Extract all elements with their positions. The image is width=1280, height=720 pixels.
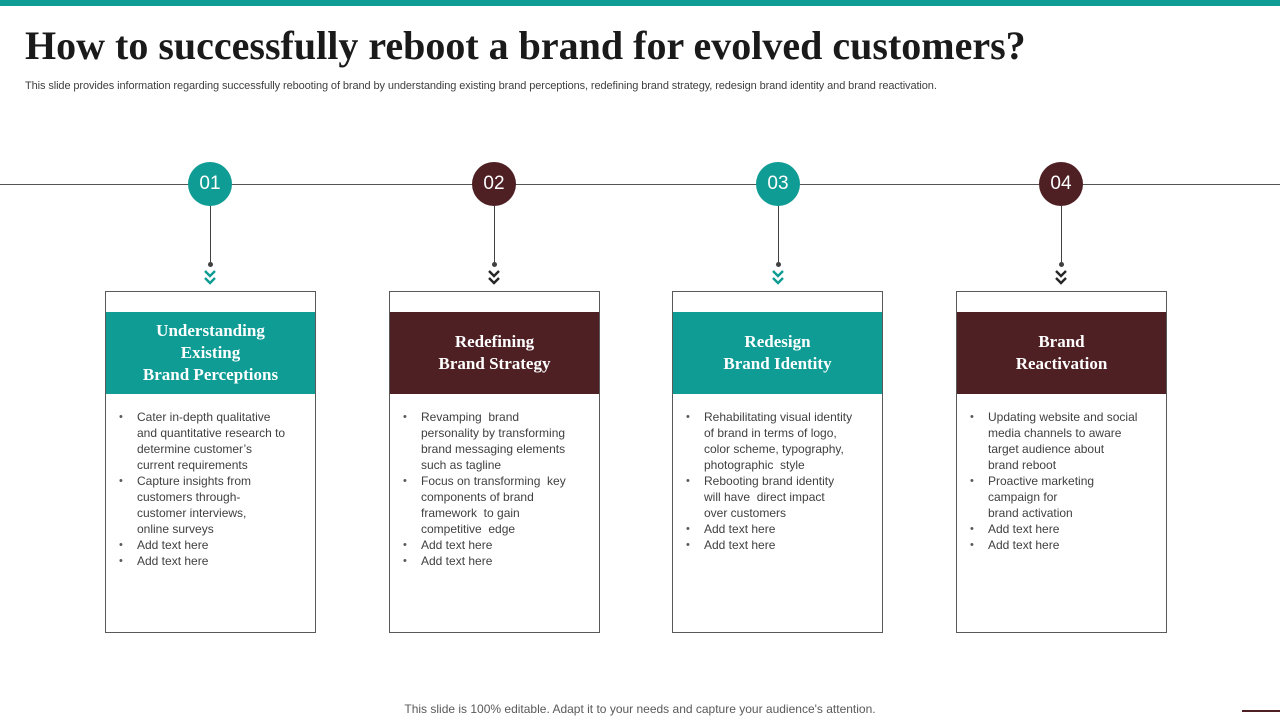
double-chevron-down-icon [488, 270, 500, 285]
connector-dot [776, 262, 781, 267]
bullet-item: Proactive marketing campaign for brand act… [970, 473, 1158, 521]
slide-title: How to successfully reboot a brand for e… [25, 23, 1026, 68]
bullet-line: Revamping brand [421, 410, 520, 424]
bullet-line: brand reboot [988, 458, 1057, 472]
step-number-circle: 01 [188, 162, 232, 206]
bullet-line: Rehabilitating visual identity [704, 410, 853, 424]
step-connector-line [1061, 206, 1062, 264]
bullet-line: such as tagline [421, 458, 502, 472]
step-connector-line [494, 206, 495, 264]
bullet-line: will have direct impact [704, 490, 825, 504]
heading-line: Brand Strategy [438, 354, 551, 373]
bullet-line: brand messaging elements [421, 442, 566, 456]
bullet-line: Updating website and social [988, 410, 1138, 424]
bullet-item: Add text here [119, 537, 307, 553]
bullet-line: of brand in terms of logo, [704, 426, 837, 440]
bullet-line: determine customer’s [137, 442, 252, 456]
bullet-item: Add text here [403, 553, 591, 569]
bullet-line: customer interviews, [137, 506, 247, 520]
bullet-line: campaign for [988, 490, 1058, 504]
bullet-line: media channels to aware [988, 426, 1122, 440]
bullet-line: Add text here [137, 554, 209, 568]
heading-line: Brand Identity [723, 354, 832, 373]
bullet-line: color scheme, typography, [704, 442, 844, 456]
step-number-circle: 03 [756, 162, 800, 206]
bullet-line: Proactive marketing [988, 474, 1095, 488]
heading-line: Redesign [744, 332, 811, 351]
heading-line: Brand Perceptions [142, 365, 279, 384]
bullet-line: Rebooting brand identity [704, 474, 835, 488]
bullet-line: current requirements [137, 458, 248, 472]
bullet-line: Focus on transforming key [421, 474, 566, 488]
top-accent-bar [0, 0, 1280, 6]
step-bullet-list: Cater in-depth qualitative and quantitati… [119, 409, 307, 569]
double-chevron-down-icon [204, 270, 216, 285]
bullet-line: competitive edge [421, 522, 516, 536]
footer-note: This slide is 100% editable. Adapt it to… [404, 702, 876, 716]
bullet-item: Capture insights from customers through-c… [119, 473, 307, 537]
bullet-item: Add text here [119, 553, 307, 569]
bullet-line: online surveys [137, 522, 214, 536]
step-bullet-list: Revamping brand personality by transformi… [403, 409, 591, 569]
bullet-item: Focus on transforming key components of b… [403, 473, 591, 537]
bullet-line: and quantitative research to [137, 426, 286, 440]
bullet-line: Cater in-depth qualitative [137, 410, 271, 424]
step-connector-line [210, 206, 211, 264]
bullet-line: Add text here [704, 538, 776, 552]
bullet-line: photographic style [704, 458, 805, 472]
bullet-line: Add text here [137, 538, 209, 552]
bullet-line: Add text here [988, 522, 1060, 536]
step-bullet-list: Rehabilitating visual identity of brand i… [686, 409, 874, 553]
bullet-line: Add text here [704, 522, 776, 536]
bullet-line: customers through- [137, 490, 241, 504]
bullet-item: Add text here [970, 521, 1158, 537]
bullet-item: Updating website and social media channel… [970, 409, 1158, 473]
bullet-line: framework to gain [421, 506, 520, 520]
connector-dot [492, 262, 497, 267]
heading-line: Understanding [156, 321, 265, 340]
bullet-item: Add text here [686, 537, 874, 553]
bullet-item: Add text here [403, 537, 591, 553]
step-card: BrandReactivationUpdating website and so… [956, 291, 1167, 633]
connector-dot [1059, 262, 1064, 267]
step-connector-line [778, 206, 779, 264]
bullet-line: brand activation [988, 506, 1073, 520]
bullet-item: Rehabilitating visual identity of brand i… [686, 409, 874, 473]
bullet-item: Cater in-depth qualitative and quantitati… [119, 409, 307, 473]
bullet-line: Add text here [421, 554, 493, 568]
bullet-item: Rebooting brand identity will have direct… [686, 473, 874, 521]
corner-accent-mark [1242, 710, 1280, 712]
bullet-line: Capture insights from [137, 474, 252, 488]
step-number-circle: 02 [472, 162, 516, 206]
step-number-circle: 04 [1039, 162, 1083, 206]
heading-line: Redefining [454, 332, 535, 351]
connector-dot [208, 262, 213, 267]
double-chevron-down-icon [1055, 270, 1067, 285]
bullet-line: over customers [704, 506, 787, 520]
slide-subtitle: This slide provides information regardin… [25, 80, 937, 92]
bullet-line: personality by transforming [421, 426, 566, 440]
bullet-line: target audience about [988, 442, 1105, 456]
bullet-line: Add text here [988, 538, 1060, 552]
heading-line: Brand [1038, 332, 1085, 351]
timeline-line [0, 184, 1280, 185]
heading-line: Existing [180, 343, 241, 362]
bullet-line: Add text here [421, 538, 493, 552]
bullet-item: Add text here [686, 521, 874, 537]
bullet-item: Revamping brand personality by transformi… [403, 409, 591, 473]
step-bullet-list: Updating website and social media channel… [970, 409, 1158, 553]
double-chevron-down-icon [772, 270, 784, 285]
bullet-line: components of brand [421, 490, 534, 504]
bullet-item: Add text here [970, 537, 1158, 553]
heading-line: Reactivation [1015, 354, 1108, 373]
